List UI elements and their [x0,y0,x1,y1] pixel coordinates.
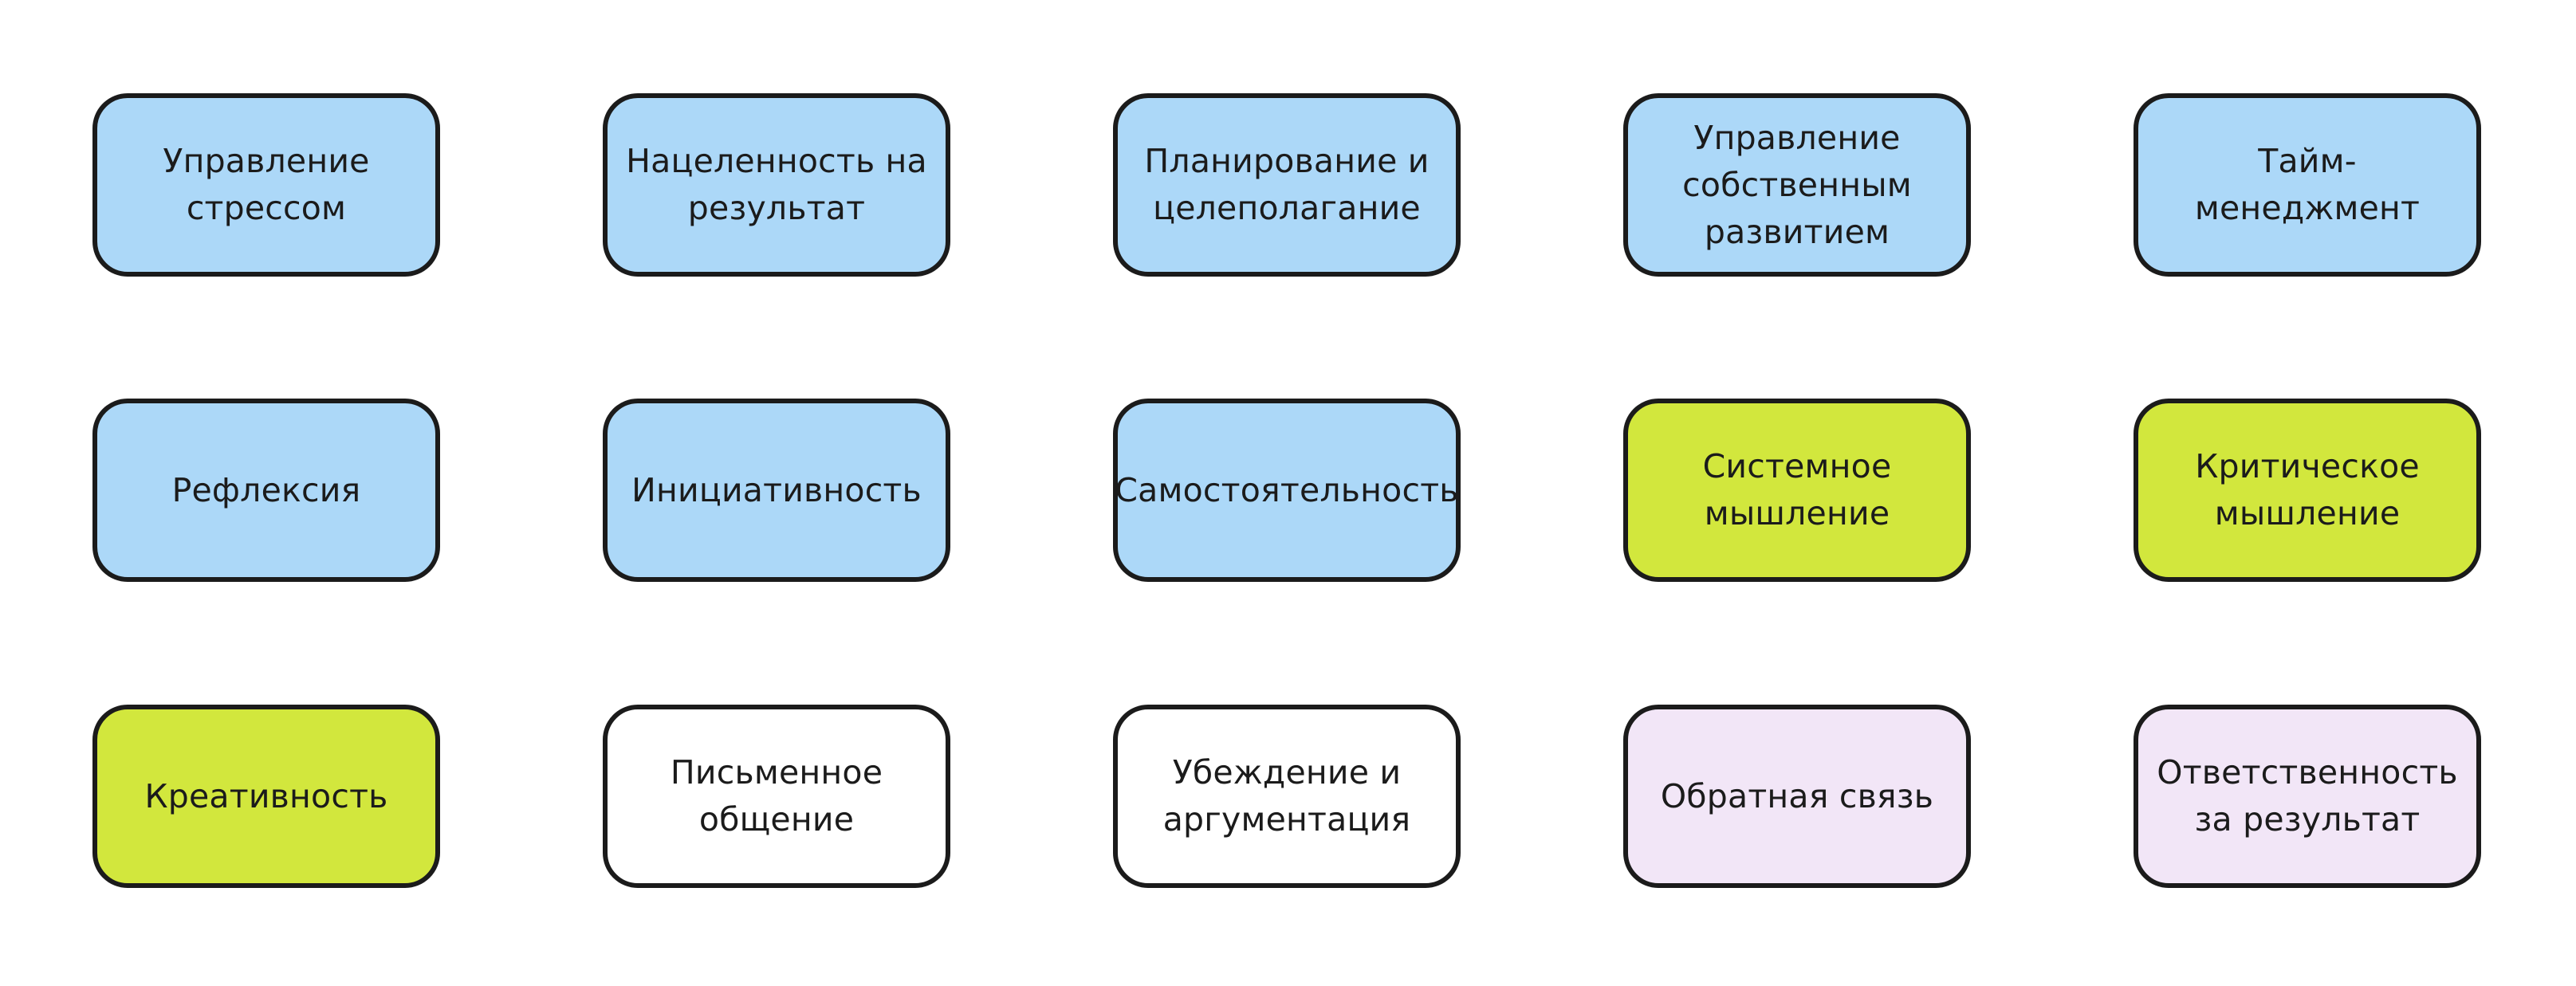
skill-card-critical-thinking: Критическое мышление [2134,399,2481,582]
skill-card-time-management: Тайм-менеджмент [2134,93,2481,277]
skill-card-self-development: Управление собственным развитием [1623,93,1971,277]
skill-card-written-communication: Письменное общение [603,705,950,888]
skill-label: Управление собственным развитием [1682,118,1912,251]
skill-label: Критическое мышление [2195,447,2420,532]
skill-label: Системное мышление [1702,447,1892,532]
skill-label: Управление стрессом [163,142,370,227]
skill-label: Планирование и целеполагание [1144,142,1430,227]
skill-label: Нацеленность на результат [626,142,927,227]
skill-card-feedback: Обратная связь [1623,705,1971,888]
skill-label: Тайм-менеджмент [2194,142,2421,227]
skill-card-independence: Самостоятельность [1113,399,1461,582]
skill-card-persuasion: Убеждение и аргументация [1113,705,1461,888]
skill-label: Креативность [144,776,388,815]
skill-label: Убеждение и аргументация [1162,753,1411,839]
skill-card-initiative: Инициативность [603,399,950,582]
skill-card-stress-management: Управление стрессом [92,93,440,277]
skill-label: Рефлексия [171,470,361,509]
skill-label: Самостоятельность [1115,470,1459,509]
skill-card-systems-thinking: Системное мышление [1623,399,1971,582]
skill-card-responsibility: Ответственность за результат [2134,705,2481,888]
skill-label: Обратная связь [1660,776,1934,815]
skill-card-planning-goal-setting: Планирование и целеполагание [1113,93,1461,277]
skill-label: Ответственность за результат [2157,753,2458,839]
skill-card-creativity: Креативность [92,705,440,888]
skill-label: Письменное общение [670,753,883,839]
skill-card-reflection: Рефлексия [92,399,440,582]
skill-card-result-orientation: Нацеленность на результат [603,93,950,277]
skill-label: Инициативность [631,470,922,509]
